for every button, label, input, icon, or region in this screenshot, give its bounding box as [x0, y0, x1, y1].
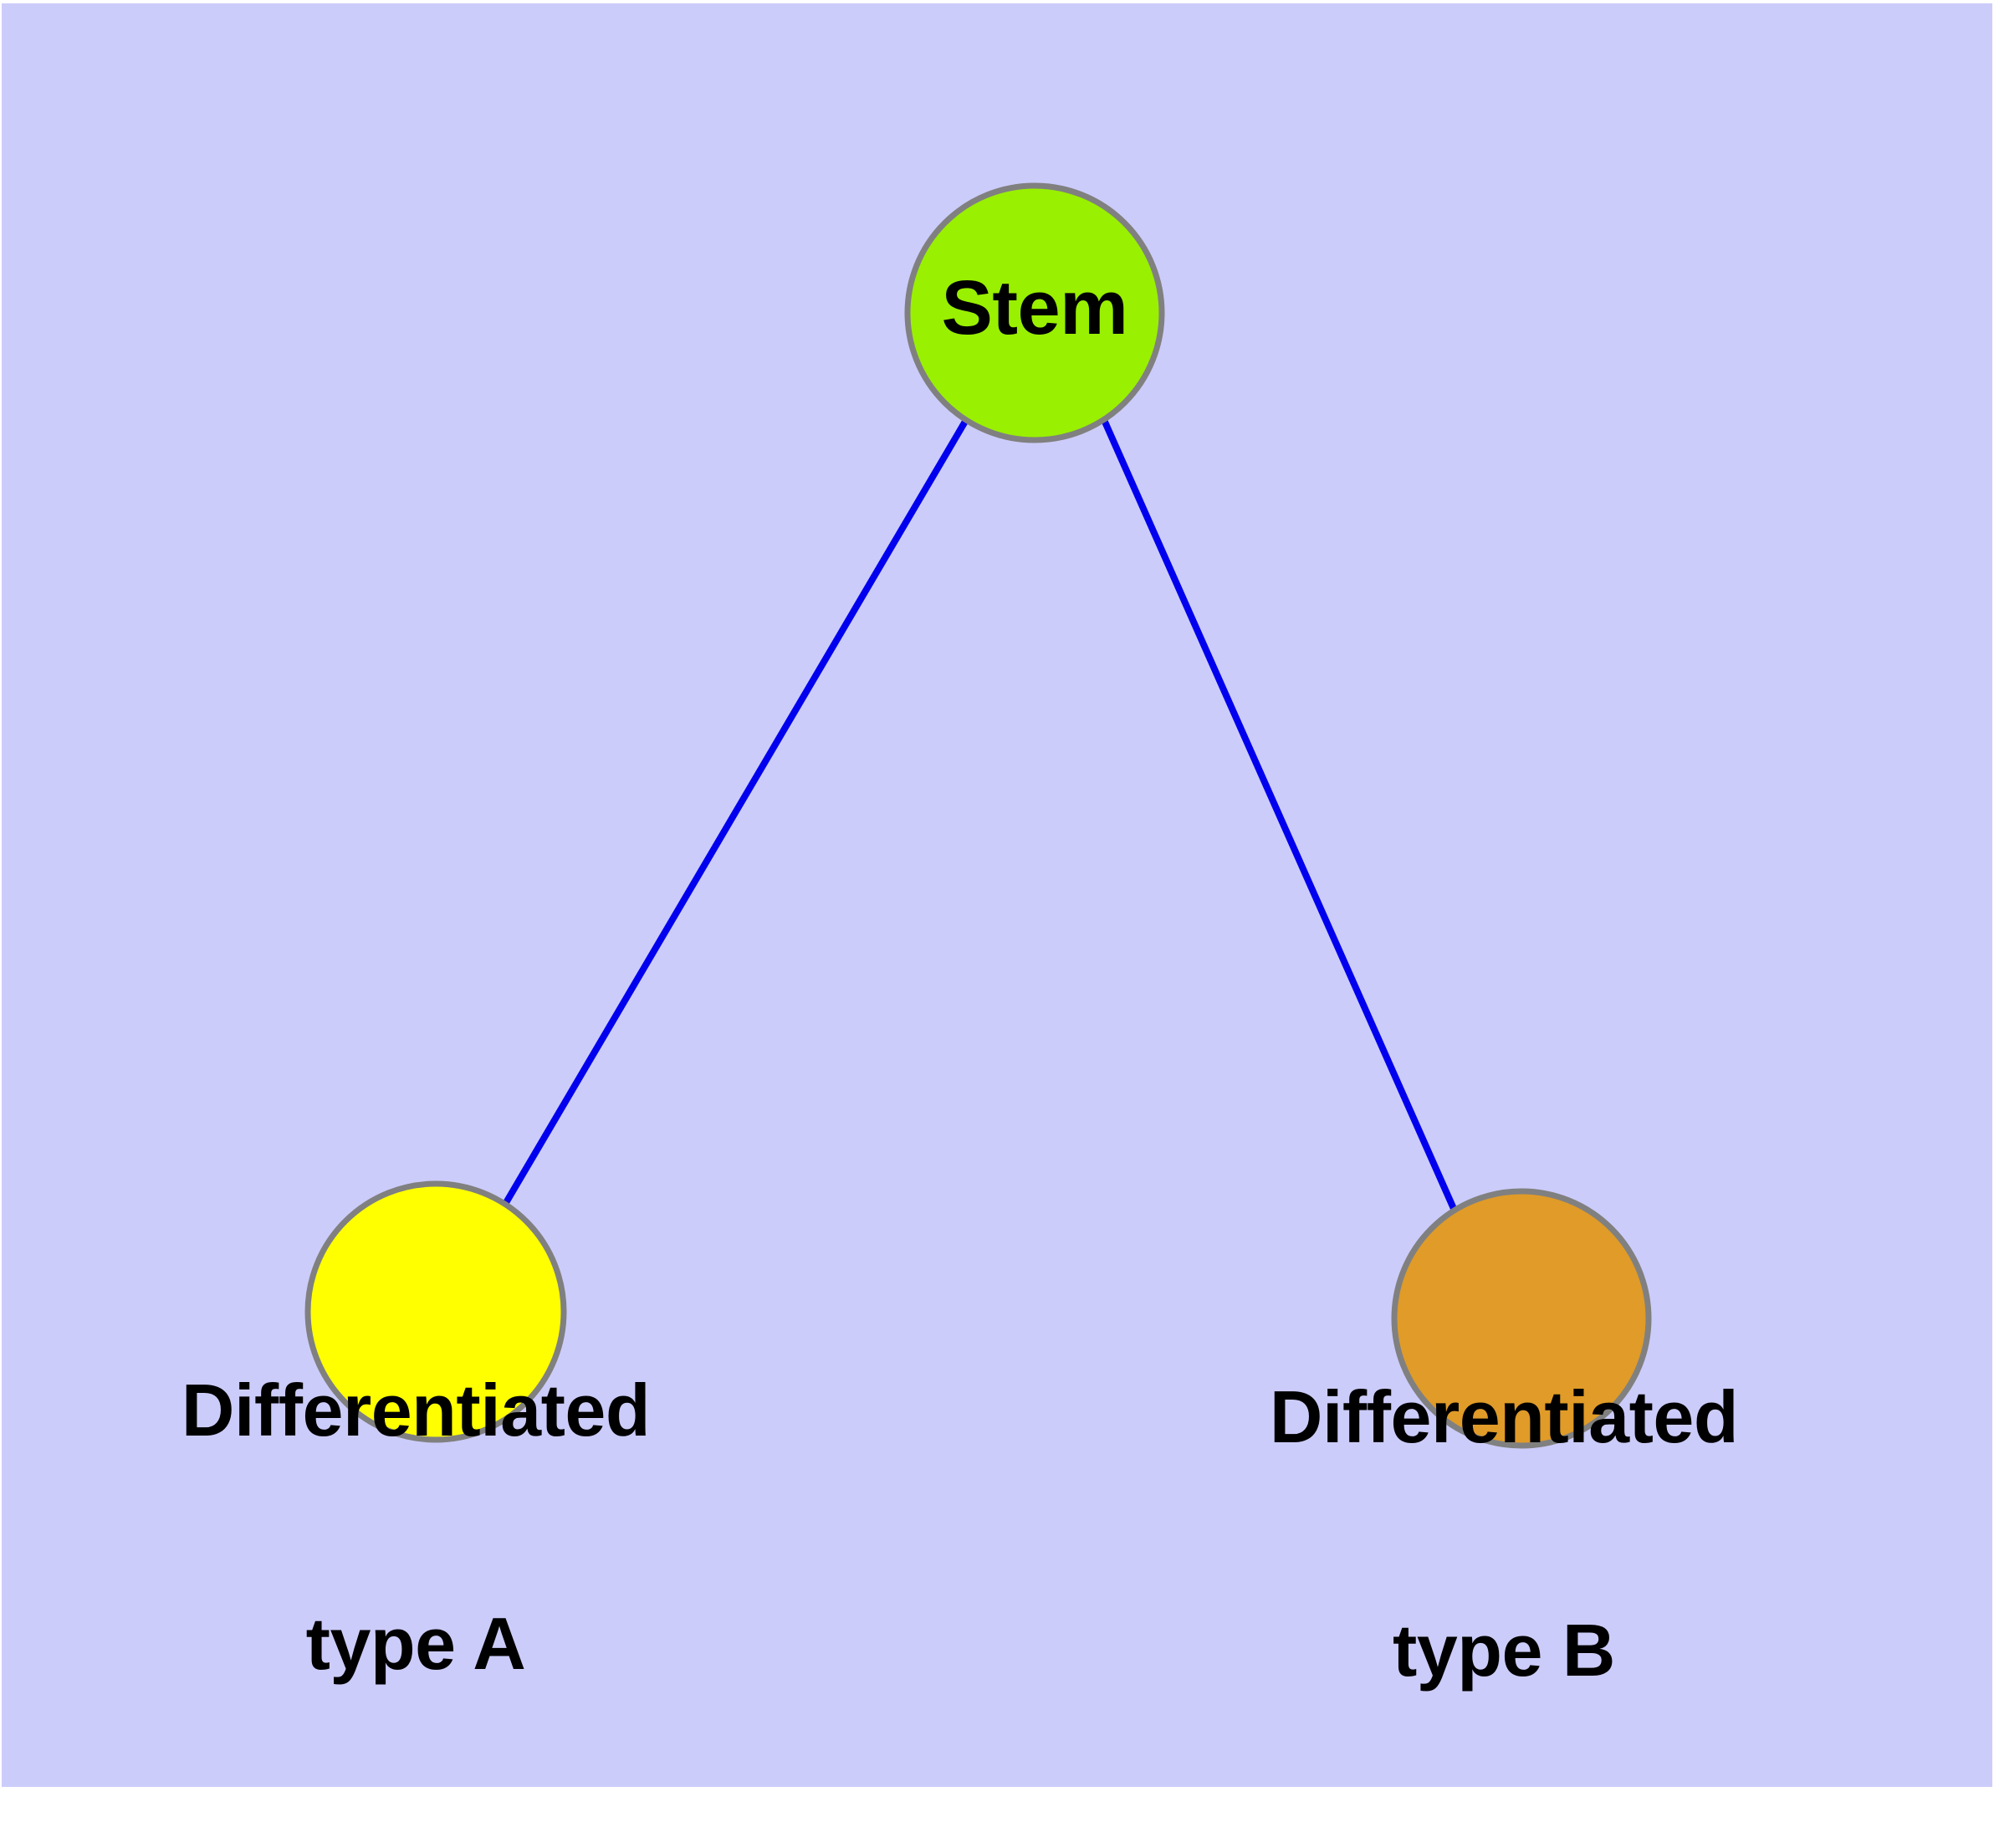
graph-svg [304, 182, 1652, 1449]
edge-stem-to-diff-b[interactable] [1101, 418, 1458, 1212]
node-differentiated-type-a[interactable] [304, 1180, 567, 1443]
diagram-canvas: Stem Differentiated type A Differentiate… [2, 3, 1992, 1787]
node-differentiated-type-b[interactable] [1391, 1188, 1652, 1449]
edge-stem-to-diff-a[interactable] [501, 417, 969, 1208]
edge-group [501, 417, 1458, 1212]
node-group [304, 182, 1652, 1449]
node-stem[interactable] [904, 182, 1165, 443]
